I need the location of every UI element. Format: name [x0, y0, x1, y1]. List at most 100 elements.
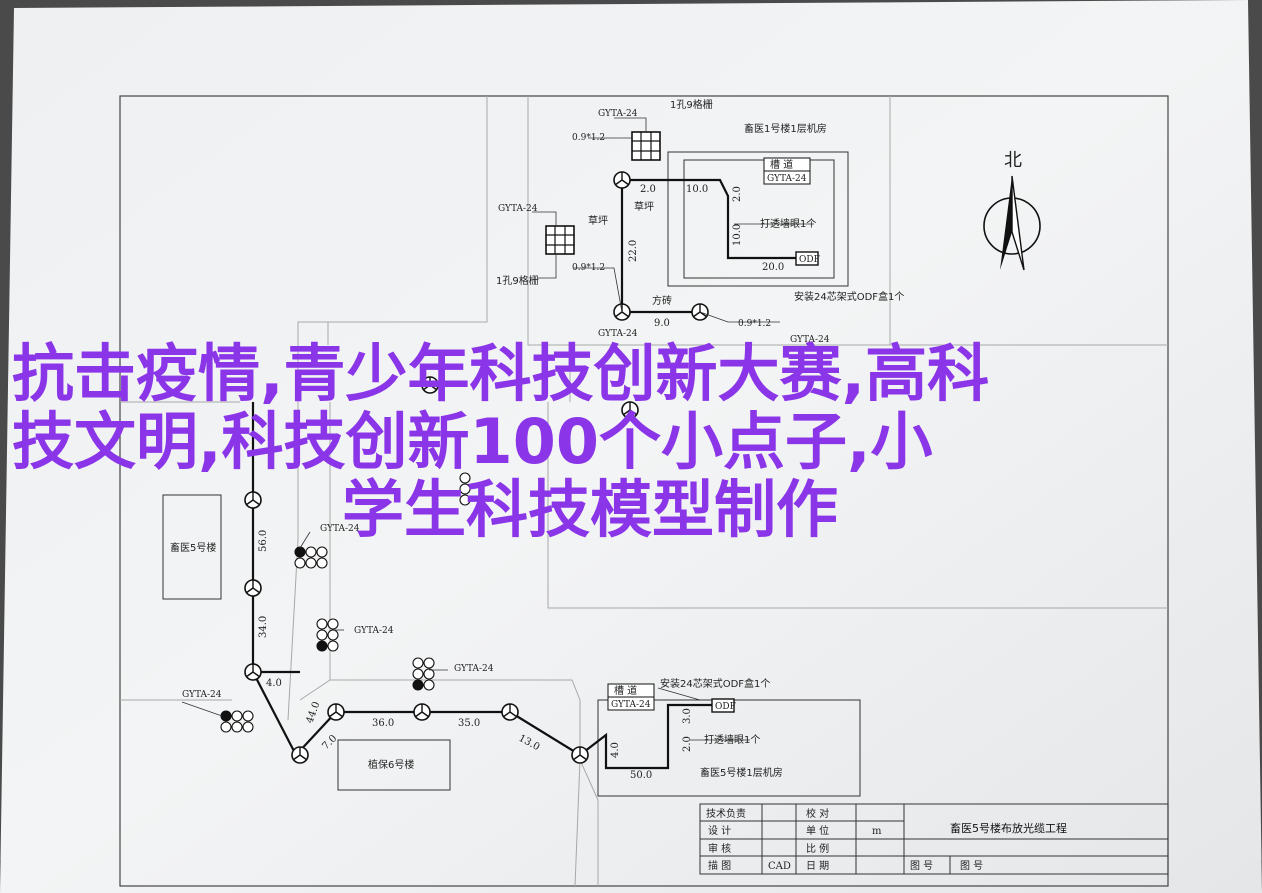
- label-d-34: 34.0: [258, 616, 269, 638]
- handhole-4: [244, 491, 262, 509]
- odf-box-top: [795, 251, 819, 266]
- pipe-cluster-4: [220, 710, 254, 733]
- drawing-frame: [119, 95, 1169, 887]
- building-5-outline: [597, 699, 861, 797]
- label-d-20: 20.0: [762, 262, 784, 273]
- label-d-4-bottom: 4.0: [610, 742, 621, 758]
- building-6-box: [337, 739, 451, 791]
- channel-gyta-top: GYTA-24: [767, 174, 807, 184]
- label-brick: 方砖: [652, 294, 672, 307]
- tb-review: 审 核: [708, 842, 731, 855]
- label-d-13: 13.0: [517, 733, 542, 753]
- caption-line-2: 技文明,科技创新100个小点子,小: [12, 405, 933, 478]
- tb-drawing-no: 图 号: [910, 860, 933, 872]
- tb-unit-value: m: [872, 826, 882, 837]
- label-d-2-bottom: 2.0: [682, 736, 693, 752]
- label-gyta-pipe4: GYTA-24: [182, 690, 222, 700]
- label-d-36: 36.0: [372, 718, 394, 729]
- building-1-outline: [667, 151, 849, 287]
- label-building1: 畜医1号楼1层机房: [744, 122, 827, 135]
- handhole-12: [421, 376, 439, 394]
- label-building5-room: 畜医5号楼1层机房: [700, 766, 783, 779]
- pipe-cluster-1: [294, 546, 328, 569]
- odf-label-bottom: ODF: [715, 702, 736, 712]
- label-d-7: 7.0: [320, 733, 339, 752]
- channel-gyta-bottom: GYTA-24: [611, 700, 651, 710]
- label-gyta-left: GYTA-24: [498, 204, 538, 214]
- label-odf-install-top: 安装24芯架式ODF盒1个: [794, 290, 904, 303]
- tb-scale: 比 例: [806, 842, 829, 855]
- label-d-56: 56.0: [258, 530, 269, 552]
- label-punch-bottom: 打透墙眼1个: [704, 733, 760, 746]
- label-grass-right: 草坪: [634, 200, 654, 213]
- handholes: [244, 171, 709, 764]
- building-1-inner: [683, 159, 835, 279]
- pipe-cluster-3: [412, 657, 435, 691]
- label-dim-left: 0.9*1.2: [572, 263, 605, 273]
- handhole-8: [327, 703, 345, 721]
- label-d-9: 9.0: [654, 318, 670, 329]
- leader-lines: [181, 117, 814, 741]
- label-d-22: 22.0: [628, 240, 639, 262]
- roads: [120, 96, 1168, 887]
- pipe-cluster-5: [459, 472, 471, 506]
- label-building6: 植保6号楼: [368, 758, 414, 771]
- label-d-2-top: 2.0: [640, 184, 656, 195]
- tb-date: 日 期: [806, 860, 829, 872]
- handhole-9: [413, 703, 431, 721]
- label-grass-left: 草坪: [588, 214, 608, 227]
- odf-label-top: ODF: [799, 255, 820, 265]
- caption-line-3: 学生科技模型制作: [342, 473, 839, 546]
- label-odf-install-bottom: 安装24芯架式ODF盒1个: [660, 677, 770, 690]
- label-d-3: 3.0: [682, 708, 693, 724]
- tb-tech-lead: 技术负责: [706, 807, 746, 820]
- tb-unit: 单 位: [806, 824, 829, 837]
- handhole-13: [621, 401, 639, 419]
- tb-design: 设 计: [708, 824, 731, 837]
- grid-vault-left: [545, 225, 575, 255]
- label-d-2-vert: 2.0: [732, 186, 743, 202]
- label-dim-right: 0.9*1.2: [738, 319, 771, 329]
- label-d-44: 44.0: [304, 700, 322, 725]
- label-building4: 畜医5号楼: [170, 541, 216, 554]
- label-d-10-vert: 10.0: [732, 224, 743, 246]
- tb-drawing-no-2: 图 号: [960, 860, 983, 872]
- label-d-4: 4.0: [266, 678, 282, 689]
- label-hole-left: 1孔9格栅: [496, 274, 539, 287]
- caption-line-1: 抗击疫情,青少年科技创新大赛,高科: [12, 337, 990, 410]
- label-hole-top: 1孔9格栅: [670, 98, 713, 111]
- odf-box-bottom: [711, 698, 735, 713]
- grid-vault-top: [631, 131, 661, 161]
- handhole-5: [244, 579, 262, 597]
- label-gyta-mid: GYTA-24: [598, 329, 638, 339]
- handhole-7: [291, 746, 309, 764]
- channel-label-top: 槽 道: [770, 158, 793, 171]
- purple-caption-overlay: 抗击疫情,青少年科技创新大赛,高科 技文明,科技创新100个小点子,小 学生科技…: [0, 340, 1262, 544]
- handhole-1: [613, 171, 631, 189]
- handhole-6: [244, 663, 262, 681]
- tb-drawing: 描 图: [708, 859, 731, 872]
- title-block: 技术负责 设 计 审 核 描 图 CAD 校 对 单 位 m 比 例 日 期 畜…: [699, 803, 1169, 875]
- label-dim-top: 0.9*1.2: [572, 133, 605, 143]
- north-compass: 北: [983, 150, 1041, 271]
- label-gyta-pipe1: GYTA-24: [320, 524, 360, 534]
- compass-north-label: 北: [1004, 150, 1022, 171]
- channel-label-bottom: 槽 道: [614, 684, 637, 697]
- label-gyta-right: GYTA-24: [790, 335, 830, 345]
- building-4-box: [162, 494, 222, 600]
- label-d-35: 35.0: [458, 718, 480, 729]
- label-punch-top: 打透墙眼1个: [760, 217, 816, 230]
- label-d-50: 50.0: [630, 770, 652, 781]
- handhole-11: [571, 746, 589, 764]
- tb-check: 校 对: [806, 807, 829, 820]
- label-gyta-pipe2: GYTA-24: [354, 626, 394, 636]
- label-gyta-top: GYTA-24: [598, 109, 638, 119]
- label-d-10-top: 10.0: [686, 184, 708, 195]
- pipe-cluster-2: [316, 618, 339, 652]
- tb-project: 畜医5号楼布放光缆工程: [950, 821, 1067, 835]
- handhole-10: [501, 703, 519, 721]
